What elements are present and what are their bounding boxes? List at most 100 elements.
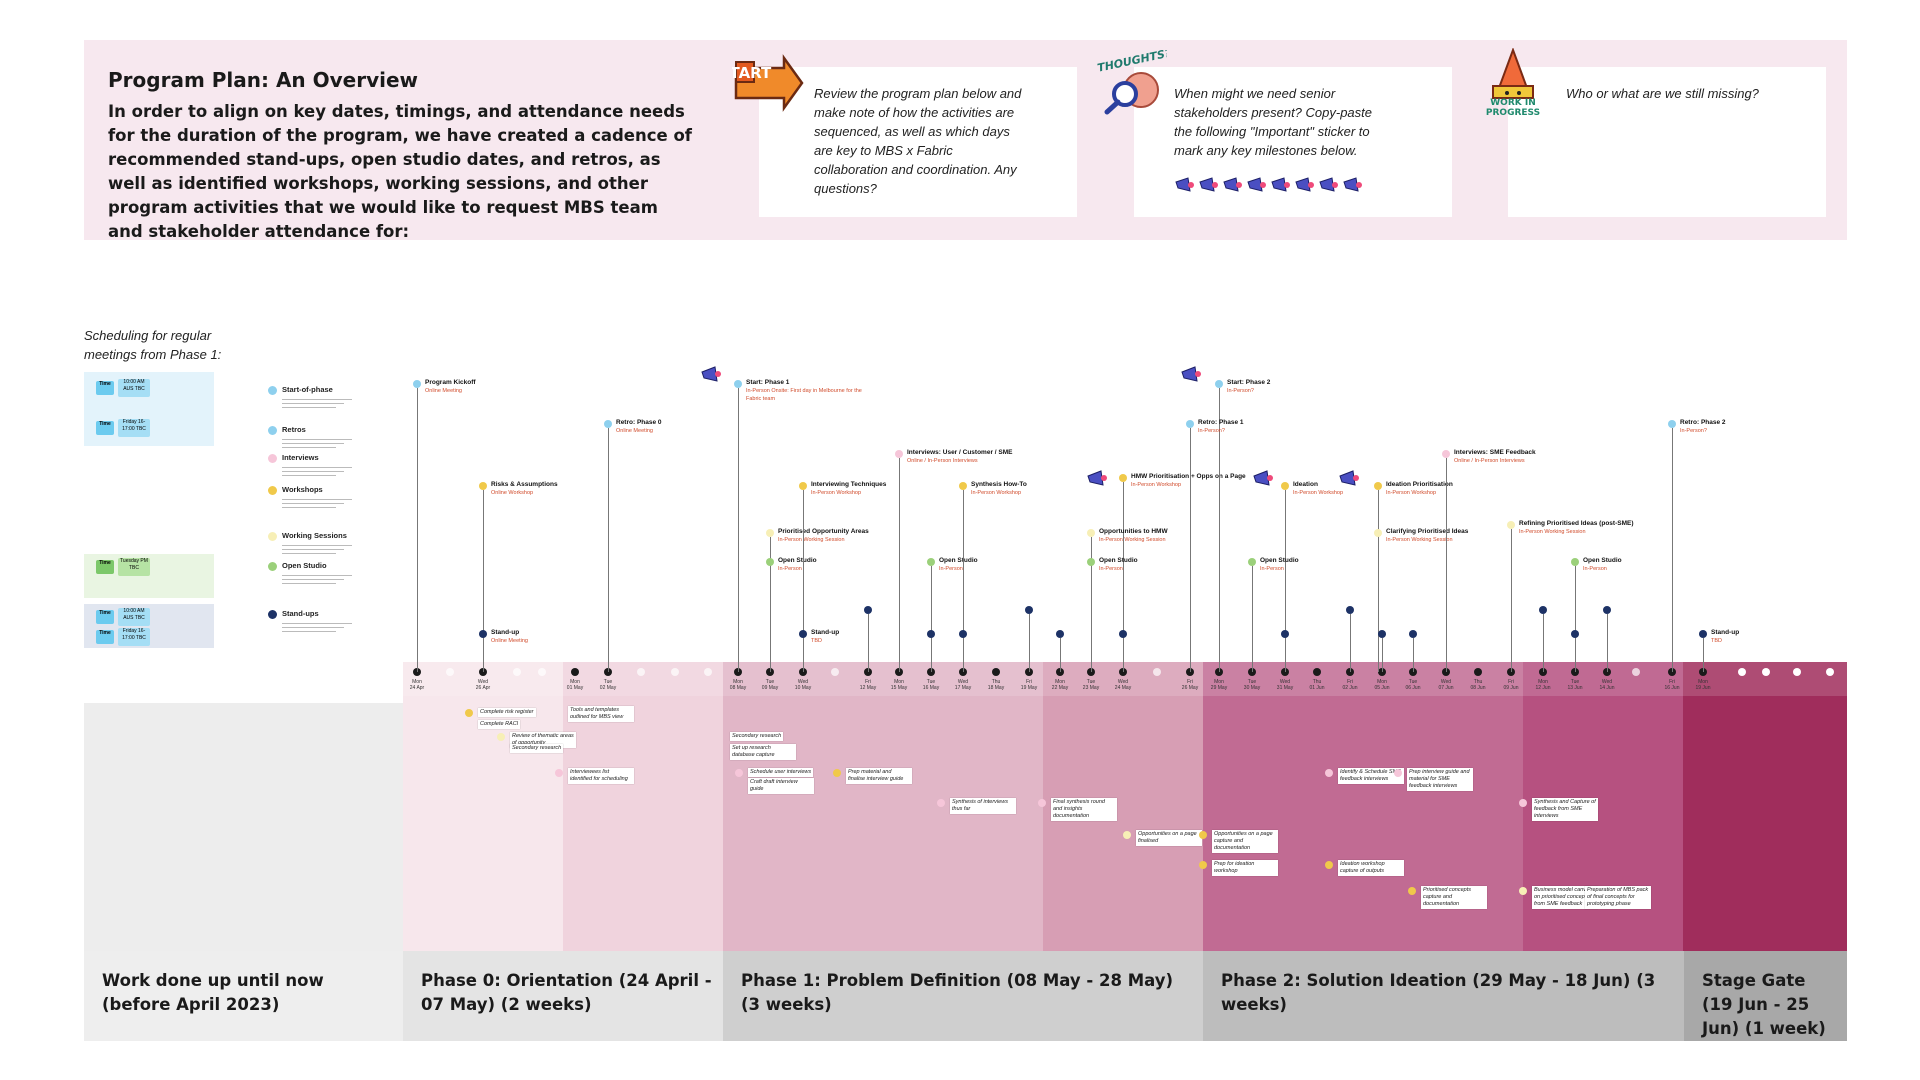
activity-dot[interactable] bbox=[766, 529, 774, 537]
activity-dot[interactable] bbox=[1186, 420, 1194, 428]
important-sticker-icon[interactable] bbox=[1338, 470, 1360, 488]
activity-dot[interactable] bbox=[1087, 529, 1095, 537]
activity-dot[interactable] bbox=[734, 380, 742, 388]
task-note[interactable]: Synthesis and Capture of feedback from S… bbox=[1532, 798, 1598, 821]
task-note[interactable]: Prioritised concepts capture and documen… bbox=[1421, 886, 1487, 909]
task-note[interactable]: Secondary research bbox=[730, 732, 784, 741]
activity-dot[interactable] bbox=[799, 630, 807, 638]
important-sticker-row[interactable] bbox=[1174, 175, 1364, 200]
task-note[interactable]: Prep for ideation workshop bbox=[1212, 860, 1278, 876]
start-sticker-icon: START bbox=[719, 54, 804, 112]
work-in-progress-sticker-icon: WORK IN PROGRESS bbox=[1479, 47, 1547, 122]
day-marker bbox=[959, 668, 967, 676]
task-note[interactable]: Identify & Schedule SME feedback intervi… bbox=[1338, 768, 1404, 784]
task-note[interactable]: Opportunities on a page finalised bbox=[1136, 830, 1202, 846]
task-note[interactable]: Interviewees list identified for schedul… bbox=[568, 768, 634, 784]
standup-dot[interactable] bbox=[1281, 630, 1289, 638]
activity-dot[interactable] bbox=[1571, 558, 1579, 566]
standup-dot[interactable] bbox=[1056, 630, 1064, 638]
standup-dot[interactable] bbox=[864, 606, 872, 614]
task-note[interactable]: Set up research database capture bbox=[730, 744, 796, 760]
day-marker bbox=[479, 668, 487, 676]
important-sticker-icon[interactable] bbox=[700, 366, 722, 384]
task-note[interactable]: Ideation workshop capture of outputs bbox=[1338, 860, 1404, 876]
standup-dot[interactable] bbox=[1346, 606, 1354, 614]
activity-dot[interactable] bbox=[1215, 380, 1223, 388]
activity-dot[interactable] bbox=[1374, 482, 1382, 490]
activity-dot[interactable] bbox=[1087, 558, 1095, 566]
important-sticker-icon bbox=[1247, 177, 1266, 192]
note-dot bbox=[465, 709, 473, 717]
non-working-day-marker bbox=[671, 668, 679, 676]
non-working-day-marker bbox=[637, 668, 645, 676]
activity-stem bbox=[1090, 566, 1092, 672]
task-note[interactable]: Final synthesis round and insights docum… bbox=[1051, 798, 1117, 821]
activity-dot[interactable] bbox=[479, 630, 487, 638]
activity-dot[interactable] bbox=[1442, 450, 1450, 458]
task-note[interactable]: Business model canvas on prioritised con… bbox=[1532, 886, 1598, 909]
activity-dot[interactable] bbox=[1119, 474, 1127, 482]
note-dot bbox=[555, 769, 563, 777]
task-note[interactable]: Tools and templates outlined for MBS vie… bbox=[568, 706, 634, 722]
standup-stem bbox=[1542, 614, 1544, 672]
task-note[interactable]: Prep material and finalise interview gui… bbox=[846, 768, 912, 784]
activity-dot[interactable] bbox=[959, 482, 967, 490]
activity-dot[interactable] bbox=[799, 482, 807, 490]
task-note[interactable]: Preparation of MBS pack of final concept… bbox=[1585, 886, 1651, 909]
day-marker bbox=[604, 668, 612, 676]
task-note[interactable]: Secondary research bbox=[510, 744, 564, 753]
standup-dot[interactable] bbox=[927, 630, 935, 638]
standup-dot[interactable] bbox=[1603, 606, 1611, 614]
standup-stem bbox=[962, 638, 964, 672]
note-dot bbox=[497, 733, 505, 741]
standup-dot[interactable] bbox=[1539, 606, 1547, 614]
activity-dot[interactable] bbox=[1248, 558, 1256, 566]
standup-dot[interactable] bbox=[1119, 630, 1127, 638]
day-marker bbox=[895, 668, 903, 676]
phase-block: Stage Gate (19 Jun - 25 Jun) (1 week) bbox=[1684, 951, 1847, 1041]
important-sticker-icon[interactable] bbox=[1180, 366, 1202, 384]
activity-dot[interactable] bbox=[1507, 521, 1515, 529]
legend-label: Interviews bbox=[282, 453, 319, 462]
task-note[interactable]: Complete RACI bbox=[478, 720, 521, 729]
standup-stem bbox=[1028, 614, 1030, 672]
activity-dot[interactable] bbox=[766, 558, 774, 566]
task-note[interactable]: Schedule user interviews bbox=[748, 768, 814, 777]
activity-dot[interactable] bbox=[1699, 630, 1707, 638]
standup-dot[interactable] bbox=[1571, 630, 1579, 638]
important-sticker-icon[interactable] bbox=[1086, 470, 1108, 488]
standup-dot[interactable] bbox=[959, 630, 967, 638]
non-working-day-marker bbox=[1826, 668, 1834, 676]
activity-dot[interactable] bbox=[1281, 482, 1289, 490]
task-note[interactable]: Opportunities on a page capture and docu… bbox=[1212, 830, 1278, 853]
task-note[interactable]: Prep interview guide and material for SM… bbox=[1407, 768, 1473, 791]
day-marker bbox=[1507, 668, 1515, 676]
standup-dot[interactable] bbox=[1409, 630, 1417, 638]
important-sticker-icon[interactable] bbox=[1252, 470, 1274, 488]
activity-dot[interactable] bbox=[1668, 420, 1676, 428]
task-note[interactable]: Complete risk register bbox=[478, 708, 536, 717]
activity-dot[interactable] bbox=[479, 482, 487, 490]
task-note[interactable]: Craft draft interview guide bbox=[748, 778, 814, 794]
activity-dot[interactable] bbox=[413, 380, 421, 388]
standup-dot[interactable] bbox=[1025, 606, 1033, 614]
task-note[interactable]: Synthesis of interviews thus far bbox=[950, 798, 1016, 814]
day-marker bbox=[1474, 668, 1482, 676]
note-dot bbox=[833, 769, 841, 777]
important-sticker-icon bbox=[1319, 177, 1338, 192]
standup-dot[interactable] bbox=[1378, 630, 1386, 638]
activity-dot[interactable] bbox=[895, 450, 903, 458]
activity-stem bbox=[607, 428, 609, 672]
activity-dot[interactable] bbox=[604, 420, 612, 428]
activity-dot[interactable] bbox=[927, 558, 935, 566]
activity-dot[interactable] bbox=[1374, 529, 1382, 537]
